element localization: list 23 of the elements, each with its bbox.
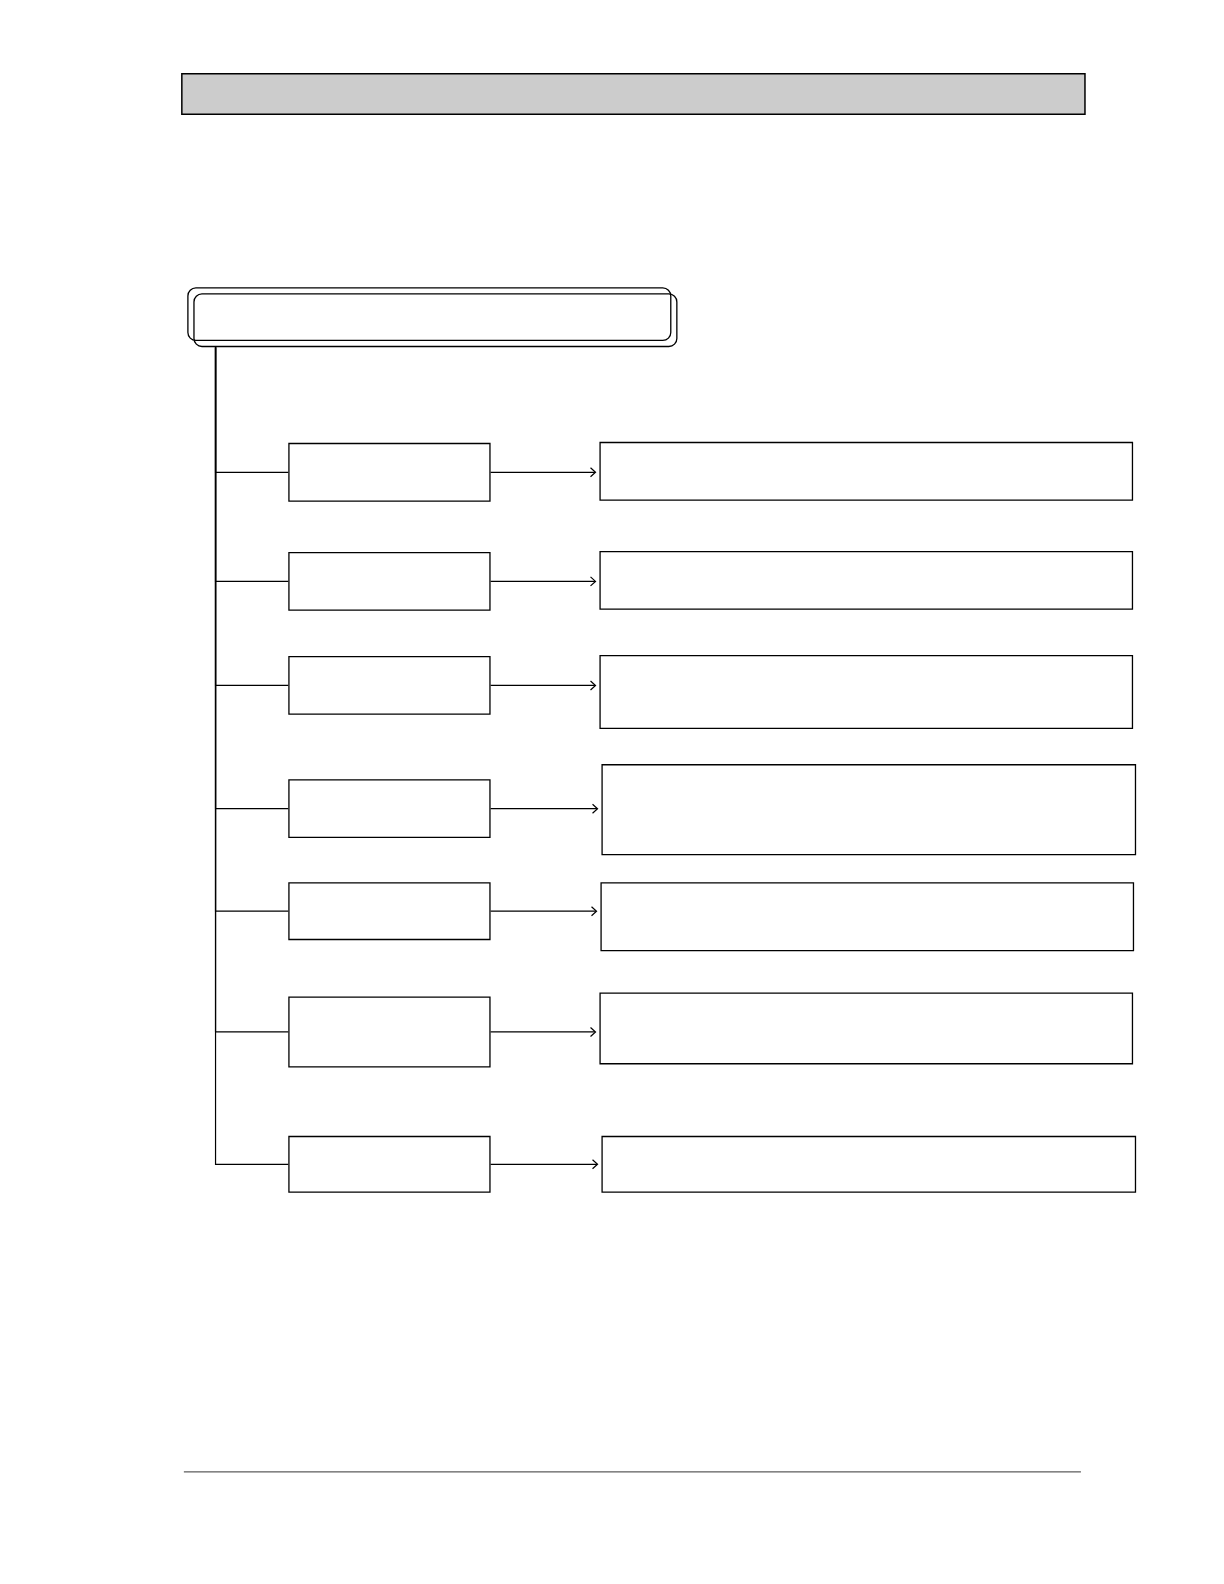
title-box [187,287,678,348]
arrow [489,576,597,587]
process-box [599,441,1133,501]
arrow [489,1026,597,1038]
process-box [599,655,1133,729]
arrow [489,467,597,478]
process-box [601,764,1136,856]
process-box [599,550,1133,610]
arrow [489,680,597,691]
arrow [489,1159,599,1170]
process-box [288,551,491,611]
process-box [288,996,491,1068]
process-box [288,779,491,839]
process-box [599,992,1133,1065]
process-box [601,1135,1136,1193]
process-box [288,656,491,715]
process-box [288,1135,491,1193]
arrow [489,906,598,917]
arrow [489,803,599,814]
connector-line [214,346,289,1165]
process-box [288,442,491,502]
process-box [600,882,1134,952]
process-box [288,882,491,941]
